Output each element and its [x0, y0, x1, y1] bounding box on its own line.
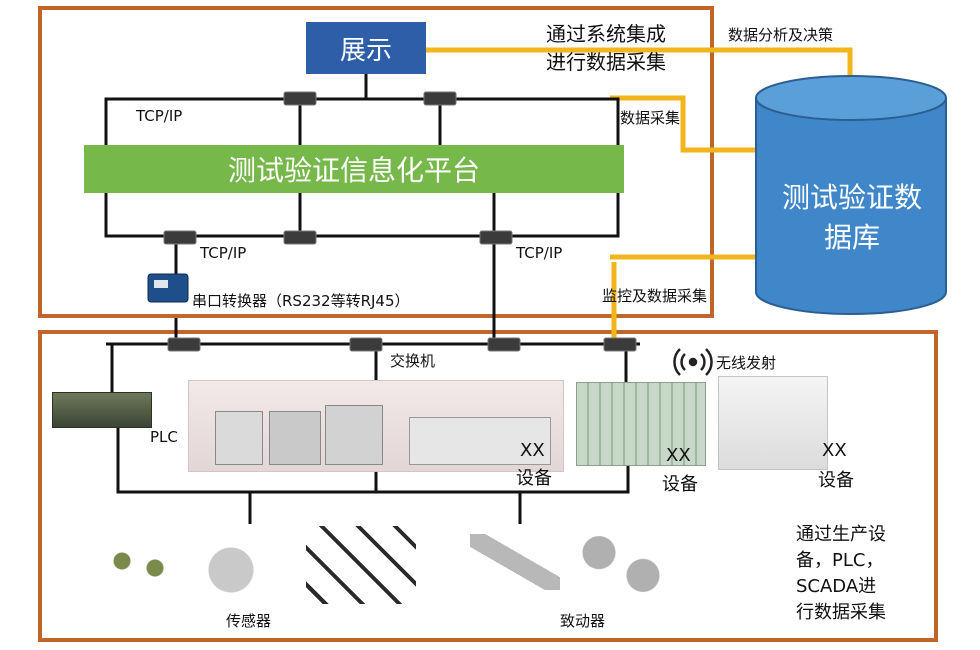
agv-robot-image — [718, 376, 828, 470]
system-integration-label-1: 通过系统集成 — [546, 22, 666, 46]
tcpip-label-right: TCP/IP — [516, 244, 563, 262]
warehouse-rack-image — [576, 382, 706, 466]
database-label-line2: 据库 — [823, 221, 880, 254]
production-line-image — [188, 380, 564, 472]
switch-icons — [163, 91, 637, 352]
database-label-line1: 测试验证数 — [781, 181, 922, 214]
device3-label-b: 设备 — [818, 470, 854, 491]
actuator-label: 致动器 — [560, 612, 606, 630]
device3-label-a: XX — [822, 440, 847, 461]
monitor-collection-label: 监控及数据采集 — [602, 287, 708, 305]
tcpip-label-top: TCP/IP — [136, 107, 183, 125]
wireless-icon — [673, 348, 713, 376]
data-collection-label: 数据采集 — [620, 109, 681, 127]
lower-production-frame — [38, 330, 938, 642]
motor-image — [566, 526, 676, 602]
production-label-3: SCADA进 — [796, 576, 877, 597]
linear-actuator-image — [470, 534, 560, 590]
device1-label-b: 设备 — [516, 468, 552, 489]
display-box: 展示 — [306, 22, 426, 74]
database-cylinder — [755, 75, 947, 315]
sensor-label: 传感器 — [226, 612, 272, 630]
data-link-lines — [426, 47, 853, 342]
data-analysis-label: 数据分析及决策 — [728, 26, 834, 44]
device2-label-b: 设备 — [662, 474, 698, 495]
system-integration-label-2: 进行数据采集 — [546, 50, 666, 74]
production-label-1: 通过生产设 — [796, 524, 886, 545]
sensor-parts-image — [306, 526, 416, 604]
sensor-cables-image — [78, 526, 188, 596]
production-label-2: 备，PLC， — [796, 550, 884, 571]
production-label-4: 行数据采集 — [796, 602, 886, 623]
switch-label: 交换机 — [390, 352, 436, 370]
device1-label-a: XX — [520, 440, 545, 461]
plc-label: PLC — [150, 428, 178, 446]
serial-converter-icon — [147, 273, 189, 303]
sensor-can-image — [204, 540, 294, 600]
test-platform-bar: 测试验证信息化平台 — [84, 145, 624, 193]
wireless-label: 无线发射 — [716, 354, 777, 372]
tcpip-label-left: TCP/IP — [200, 244, 247, 262]
serial-converter-label: 串口转换器（RS232等转RJ45） — [192, 292, 410, 310]
database-label: 测试验证数 据库 — [762, 178, 942, 258]
device2-label-a: XX — [666, 445, 691, 466]
plc-module-image — [52, 392, 152, 428]
upper-system-frame — [38, 6, 714, 318]
